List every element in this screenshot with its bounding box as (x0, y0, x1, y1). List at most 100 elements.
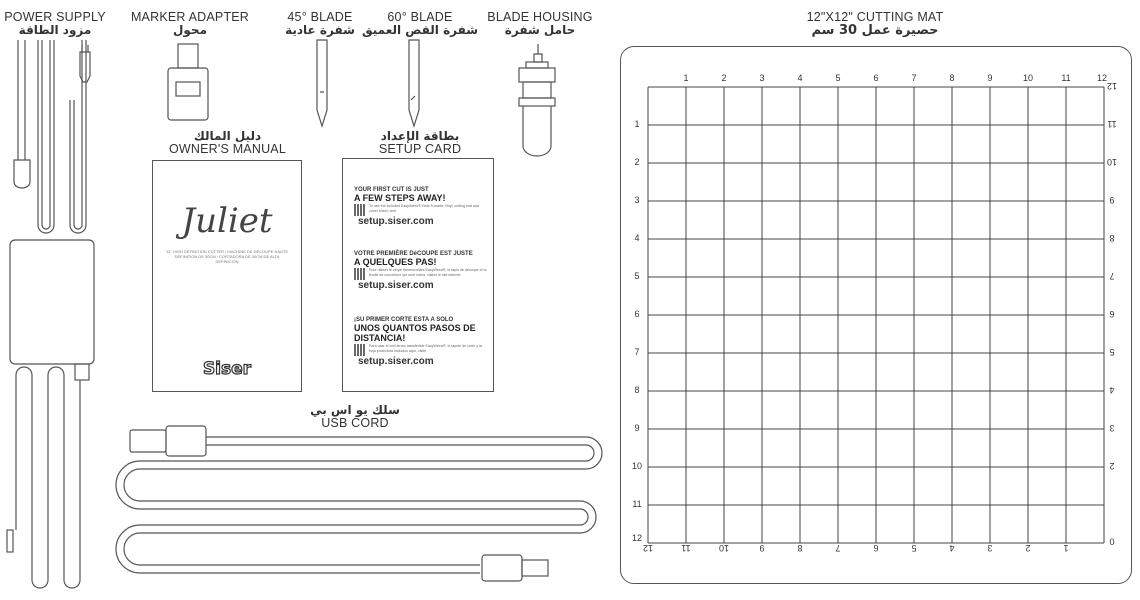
kicker: VOTRE PREMIÈRE DéCOUPE EST JUSTE (354, 251, 473, 257)
bottom-tick-label: 1 (1063, 543, 1069, 553)
top-tick-label: 11 (1061, 73, 1071, 83)
label-ar: دليل المالك (193, 129, 262, 143)
top-tick-label: 10 (1022, 73, 1033, 83)
left-tick-label: 6 (634, 309, 640, 319)
label-en: MARKER ADAPTER (130, 10, 250, 24)
power-brick (9, 239, 95, 365)
right-tick-label: 5 (1109, 347, 1115, 357)
manual-subtitle: 12" HIGH DEFINITION CUTTER / MACHINE DE … (165, 249, 289, 264)
setup-url: setup.siser.com (358, 280, 434, 291)
bottom-tick-label: 11 (681, 543, 691, 553)
bottom-tick-label: 4 (949, 543, 955, 553)
top-tick-label: 1 (683, 73, 689, 83)
left-tick-label: 12 (631, 533, 642, 543)
c13-connector (13, 159, 31, 189)
body: To use the included EasyWeed® Heat Trans… (369, 204, 479, 213)
right-tick-label: 10 (1107, 157, 1118, 167)
bottom-tick-label: 12 (643, 543, 654, 553)
blade-60-label: 60° BLADE شفرة القص العميق (355, 11, 485, 37)
label-en: SETUP CARD (378, 142, 462, 156)
right-tick-label: 6 (1109, 309, 1115, 319)
left-tick-label: 2 (634, 157, 640, 167)
label-en: 60° BLADE (387, 10, 453, 24)
power-supply-illustration (6, 40, 95, 589)
bottom-tick-label: 5 (911, 543, 917, 553)
cutting-mat-label: 12"X12" CUTTING MAT حصيرة عمل 30 سم (770, 10, 980, 38)
setup-url: setup.siser.com (358, 356, 434, 367)
top-tick-label: 9 (987, 73, 993, 83)
wall-plug (79, 45, 91, 83)
top-tick-label: 3 (759, 73, 765, 83)
left-tick-label: 3 (634, 195, 640, 205)
right-tick-label: 7 (1109, 271, 1115, 281)
left-tick-label: 9 (634, 423, 640, 433)
left-tick-label: 7 (634, 347, 640, 357)
label-ar: بطاقة الإعداد (380, 129, 460, 143)
left-tick-label: 8 (634, 385, 640, 395)
setup-card: YOUR FIRST CUT IS JUST A FEW STEPS AWAY!… (342, 158, 494, 392)
owners-manual-label: دليل المالك OWNER'S MANUAL (150, 130, 305, 156)
qr-code-icon (354, 204, 366, 216)
left-tick-label: 5 (634, 271, 640, 281)
headline: UNOS QUANTOS PASOS DE DISTANCIA! (354, 323, 476, 343)
blade-housing-label: BLADE HOUSING حامل شفرة (480, 11, 600, 37)
top-tick-label: 12 (1096, 73, 1107, 83)
bottom-tick-label: 9 (759, 543, 765, 553)
setup-section-es: ¡SU PRIMER CORTE ESTA A SOLO UNOS QUANTO… (354, 317, 487, 367)
manual-title: Juliet (181, 201, 273, 241)
bottom-tick-label: 8 (797, 543, 803, 553)
top-tick-label: 5 (835, 73, 841, 83)
blade-housing-illustration (518, 44, 556, 157)
top-tick-label: 7 (911, 73, 917, 83)
setup-url: setup.siser.com (358, 216, 434, 227)
setup-card-label: بطاقة الإعداد SETUP CARD (340, 130, 500, 156)
label-en: BLADE HOUSING (487, 10, 593, 24)
label-ar: شفرة القص العميق (361, 23, 479, 37)
label-ar: سلك يو اس بي (310, 403, 400, 417)
body: Para usar el vinil termo transferible Ea… (369, 344, 482, 353)
label-en: OWNER'S MANUAL (168, 142, 286, 156)
label-ar: شفرة عادية (285, 23, 355, 37)
setup-section-en: YOUR FIRST CUT IS JUST A FEW STEPS AWAY!… (354, 187, 487, 227)
kicker: ¡SU PRIMER CORTE ESTA A SOLO (354, 317, 454, 323)
label-ar: محول (172, 23, 207, 37)
body: Pour utiliser le vinyle thermocollant Ea… (369, 268, 487, 277)
origin-label: 0 (1109, 537, 1115, 547)
blade-45-label: 45° BLADE شفرة عادية (275, 11, 365, 37)
top-tick-label: 6 (873, 73, 879, 83)
label-en: USB CORD (321, 416, 389, 430)
headline: A FEW STEPS AWAY! (354, 193, 446, 203)
setup-section-fr: VOTRE PREMIÈRE DéCOUPE EST JUSTE A QUELQ… (354, 251, 487, 291)
blade-60-illustration (408, 39, 420, 129)
owners-manual: Juliet 12" HIGH DEFINITION CUTTER / MACH… (152, 160, 302, 392)
siser-logo: Siser (202, 358, 252, 379)
right-tick-label: 11 (1107, 119, 1117, 129)
label-en: POWER SUPPLY (4, 10, 106, 24)
label-ar: مزود الطاقة (18, 23, 92, 37)
bottom-tick-label: 2 (1025, 543, 1031, 553)
right-tick-label: 3 (1109, 423, 1115, 433)
right-tick-label: 12 (1107, 81, 1118, 91)
label-ar: حصيرة عمل 30 سم (811, 23, 939, 38)
bottom-tick-label: 6 (873, 543, 879, 553)
bottom-tick-label: 3 (987, 543, 993, 553)
blade-45-illustration (316, 39, 328, 129)
bottom-tick-label: 7 (835, 543, 841, 553)
bottom-tick-label: 10 (719, 543, 730, 553)
top-tick-label: 2 (721, 73, 727, 83)
right-tick-label: 9 (1109, 195, 1115, 205)
usb-cord-label: سلك يو اس بي USB CORD (290, 404, 420, 430)
top-tick-label: 8 (949, 73, 955, 83)
label-ar: حامل شفرة (504, 23, 576, 37)
qr-code-icon (354, 268, 366, 280)
left-tick-label: 11 (632, 499, 642, 509)
qr-code-icon (354, 344, 366, 356)
label-en: 45° BLADE (287, 10, 353, 24)
dc-plug (6, 529, 14, 553)
left-tick-label: 4 (634, 233, 640, 243)
left-tick-label: 10 (631, 461, 642, 471)
label-en: 12"X12" CUTTING MAT (806, 10, 944, 24)
right-tick-label: 2 (1109, 461, 1115, 471)
